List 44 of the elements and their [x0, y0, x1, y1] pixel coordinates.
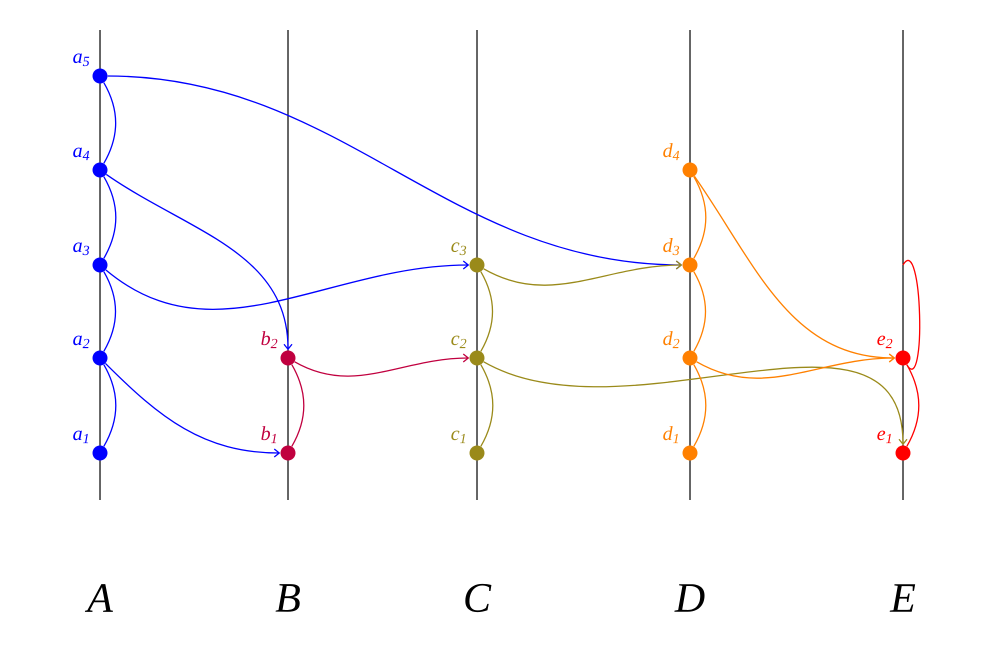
arrow: [483, 361, 908, 446]
dot-node: e$_{2}$: [877, 336, 910, 366]
column-label: C: [465, 584, 492, 612]
column-label: B: [276, 584, 300, 612]
dot-node: a$_{1}$: [73, 430, 108, 460]
dot-node: d$_{4}$: [663, 143, 698, 178]
node-label: d$_{2}$: [663, 331, 680, 348]
dot-node: a$_{5}$: [73, 53, 108, 84]
dot-node: a$_{2}$: [73, 336, 108, 366]
dot-node: d$_{3}$: [663, 238, 698, 272]
node-label: a$_{3}$: [73, 242, 90, 256]
node-label: b$_{2}$: [261, 331, 278, 348]
dot-node: c$_{2}$: [451, 336, 484, 366]
node-label: d$_{4}$: [663, 143, 680, 160]
node-label: c$_{2}$: [451, 336, 466, 348]
node-label: d$_{1}$: [663, 426, 678, 444]
arrow: [105, 362, 280, 458]
dot-node: a$_{3}$: [73, 242, 108, 272]
column-label: E: [890, 584, 916, 612]
arrow: [483, 260, 682, 286]
dot-node: e$_{1}$: [877, 430, 910, 460]
dot-node: b$_{2}$: [261, 331, 296, 366]
node-label: e$_{2}$: [877, 336, 892, 348]
arrow: [696, 353, 896, 379]
node-label: c$_{3}$: [451, 242, 466, 256]
arrow: [294, 353, 470, 377]
node-label: b$_{1}$: [261, 426, 276, 444]
node-label: a$_{1}$: [73, 430, 88, 444]
node-label: a$_{5}$: [73, 53, 90, 66]
node-label: a$_{4}$: [73, 148, 90, 160]
dot-node: c$_{1}$: [451, 430, 484, 460]
column-label: A: [84, 584, 113, 612]
dot-node: c$_{3}$: [451, 242, 484, 272]
arrow: [106, 174, 293, 350]
dot-node: d$_{2}$: [663, 331, 698, 366]
node-label: d$_{3}$: [663, 238, 680, 256]
node-label: e$_{1}$: [877, 430, 892, 444]
dot-node: a$_{4}$: [73, 148, 108, 178]
column-label: D: [674, 584, 705, 612]
dot-node: b$_{1}$: [261, 426, 296, 460]
arrow: [106, 260, 470, 310]
node-label: c$_{1}$: [451, 430, 466, 444]
dot-node: d$_{1}$: [663, 426, 698, 460]
node-label: a$_{2}$: [73, 336, 90, 348]
